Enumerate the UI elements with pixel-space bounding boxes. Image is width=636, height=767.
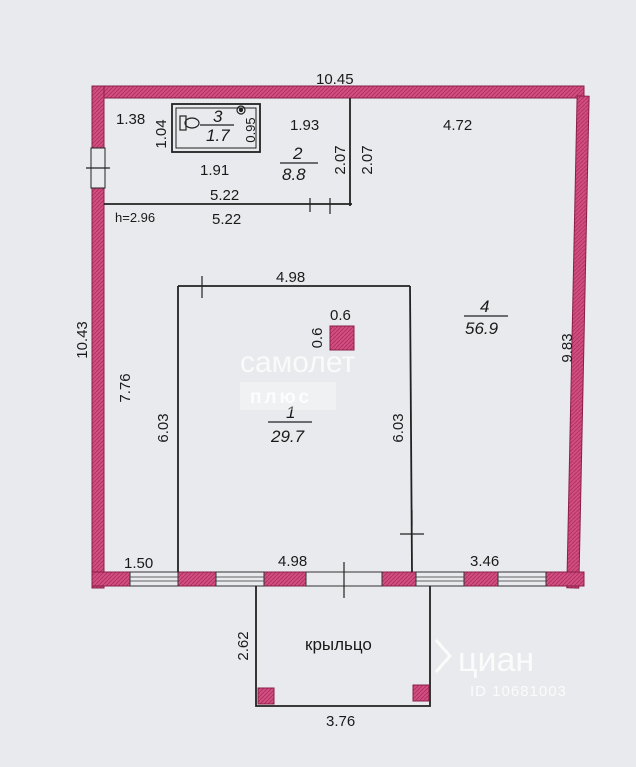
dim-wc-door: 0.95 [243, 117, 258, 142]
dim-porch-height: 2.62 [235, 631, 252, 660]
room-1-number: 1 [286, 403, 295, 422]
dim-right-outer: 9.83 [559, 333, 576, 362]
cian-listing-id: ID 10681003 [470, 683, 567, 700]
room-3-area: 1.7 [206, 126, 230, 145]
dim-bottom-left: 1.50 [124, 555, 153, 572]
room-label-lines [200, 124, 508, 423]
samolet-watermark-line2: плюс [250, 387, 312, 408]
dim-wc-height: 1.04 [153, 119, 170, 148]
column [329, 325, 355, 351]
dim-partition-a: 5.22 [210, 187, 239, 204]
dim-column-h: 0.6 [309, 328, 326, 349]
dim-room2-height-b: 2.07 [359, 145, 376, 174]
toilet-icon [179, 115, 200, 131]
dim-wc-left: 1.38 [116, 111, 145, 128]
bottom-windows [129, 562, 547, 598]
room-2-area: 8.8 [282, 165, 306, 184]
cian-logo-icon [434, 639, 452, 673]
dim-left-total: 10.43 [74, 321, 91, 359]
dim-column-w: 0.6 [330, 307, 351, 324]
sink-icon [236, 105, 246, 115]
dim-partition-b: 5.22 [212, 211, 241, 228]
interior-partitions [104, 98, 424, 573]
dim-bottom-right: 3.46 [470, 553, 499, 570]
dim-room1-top: 4.98 [276, 269, 305, 286]
dim-inner-left: 7.76 [117, 373, 134, 402]
dim-room4-top: 4.72 [443, 117, 472, 134]
dim-room2-top: 1.93 [290, 117, 319, 134]
dim-room1-right: 6.03 [390, 413, 407, 442]
cian-watermark: циан ID 10681003 [434, 639, 567, 700]
dim-room1-left: 6.03 [155, 413, 172, 442]
room-1-area: 29.7 [270, 427, 305, 446]
dim-porch-width: 3.76 [326, 713, 355, 730]
samolet-watermark-line1: самолет [240, 346, 356, 379]
dim-wc-bottom: 1.91 [200, 162, 229, 179]
room-4-area: 56.9 [465, 319, 499, 338]
porch [255, 586, 431, 707]
porch-label: крыльцо [305, 635, 372, 654]
room-2-number: 2 [292, 144, 303, 163]
room-4-number: 4 [480, 297, 489, 316]
ceiling-height: h=2.96 [115, 210, 155, 225]
room-3-number: 3 [213, 107, 223, 126]
samolet-watermark: самолет плюс [240, 346, 356, 410]
dim-room2-height-a: 2.07 [332, 145, 349, 174]
left-wall-door [86, 147, 110, 189]
cian-logo-text: циан [458, 641, 534, 679]
dim-bottom-mid: 4.98 [278, 553, 307, 570]
dim-top-total: 10.45 [316, 71, 354, 88]
